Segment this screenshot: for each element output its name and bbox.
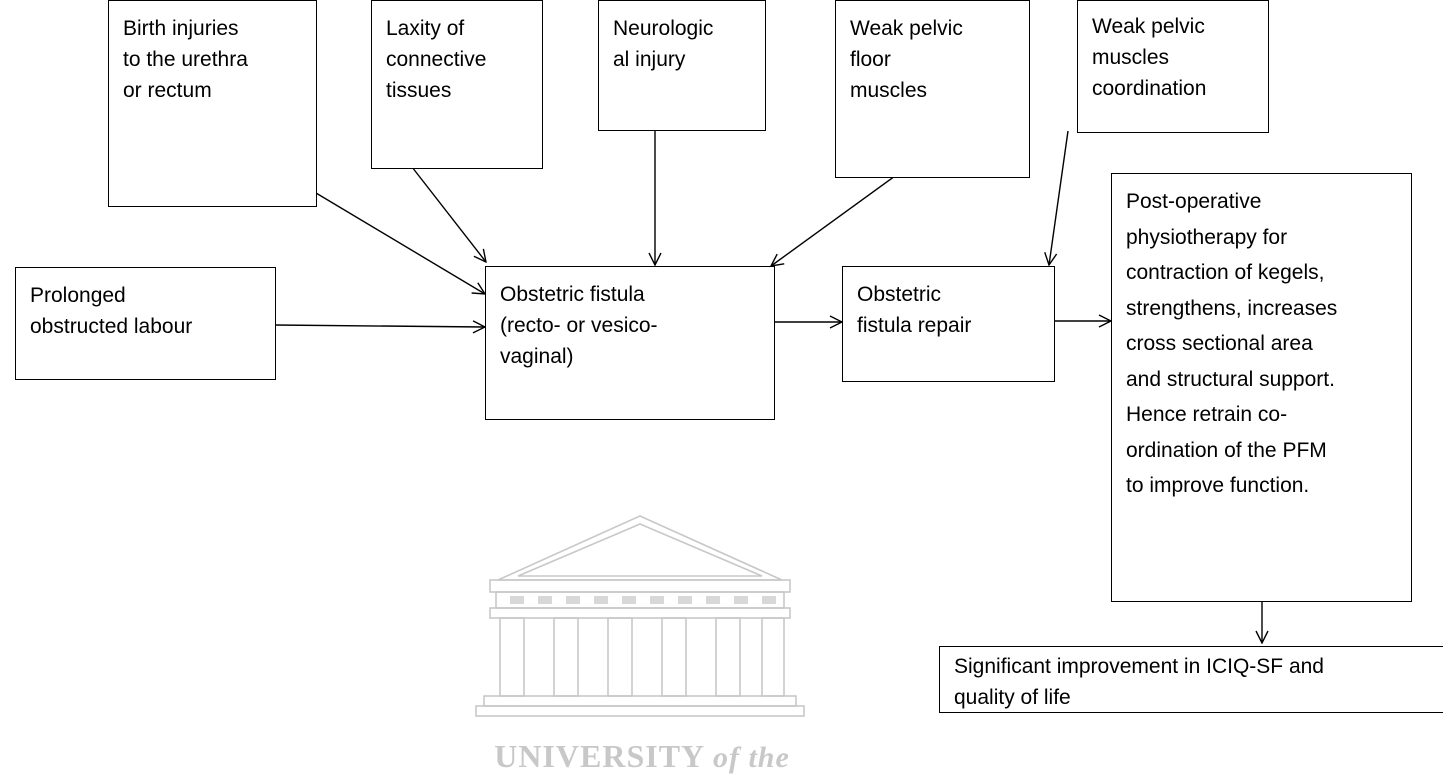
box-prolonged-labour: Prolonged obstructed labour	[15, 267, 276, 380]
arrow-laxity-to-fistula	[411, 166, 486, 262]
box-weak-pelvic-coordination: Weak pelvic muscles coordination	[1077, 0, 1269, 133]
box-weak-pelvic-floor: Weak pelvic floor muscles	[835, 0, 1030, 178]
arrow-floor-to-fistula	[771, 175, 896, 266]
watermark-suffix: of the	[712, 741, 790, 774]
university-building-watermark	[475, 515, 805, 717]
university-watermark-text: UNIVERSITY of the	[482, 738, 802, 775]
watermark-word: UNIVERSITY	[494, 738, 704, 774]
box-fistula-repair: Obstetric fistula repair	[842, 266, 1055, 382]
arrow-birth-to-fistula	[315, 192, 485, 294]
arrow-coordination-to-repair	[1049, 130, 1069, 265]
box-post-operative-physiotherapy: Post-operative physiotherapy for contrac…	[1111, 173, 1412, 602]
arrow-labour-to-fistula	[274, 325, 485, 327]
box-laxity-connective-tissues: Laxity of connective tissues	[371, 0, 543, 169]
box-outcome: Significant improvement in ICIQ-SF and q…	[939, 646, 1443, 713]
box-obstetric-fistula: Obstetric fistula (recto- or vesico- vag…	[485, 266, 775, 420]
box-birth-injuries: Birth injuries to the urethra or rectum	[108, 0, 317, 207]
box-neurological-injury: Neurologic al injury	[598, 0, 766, 131]
